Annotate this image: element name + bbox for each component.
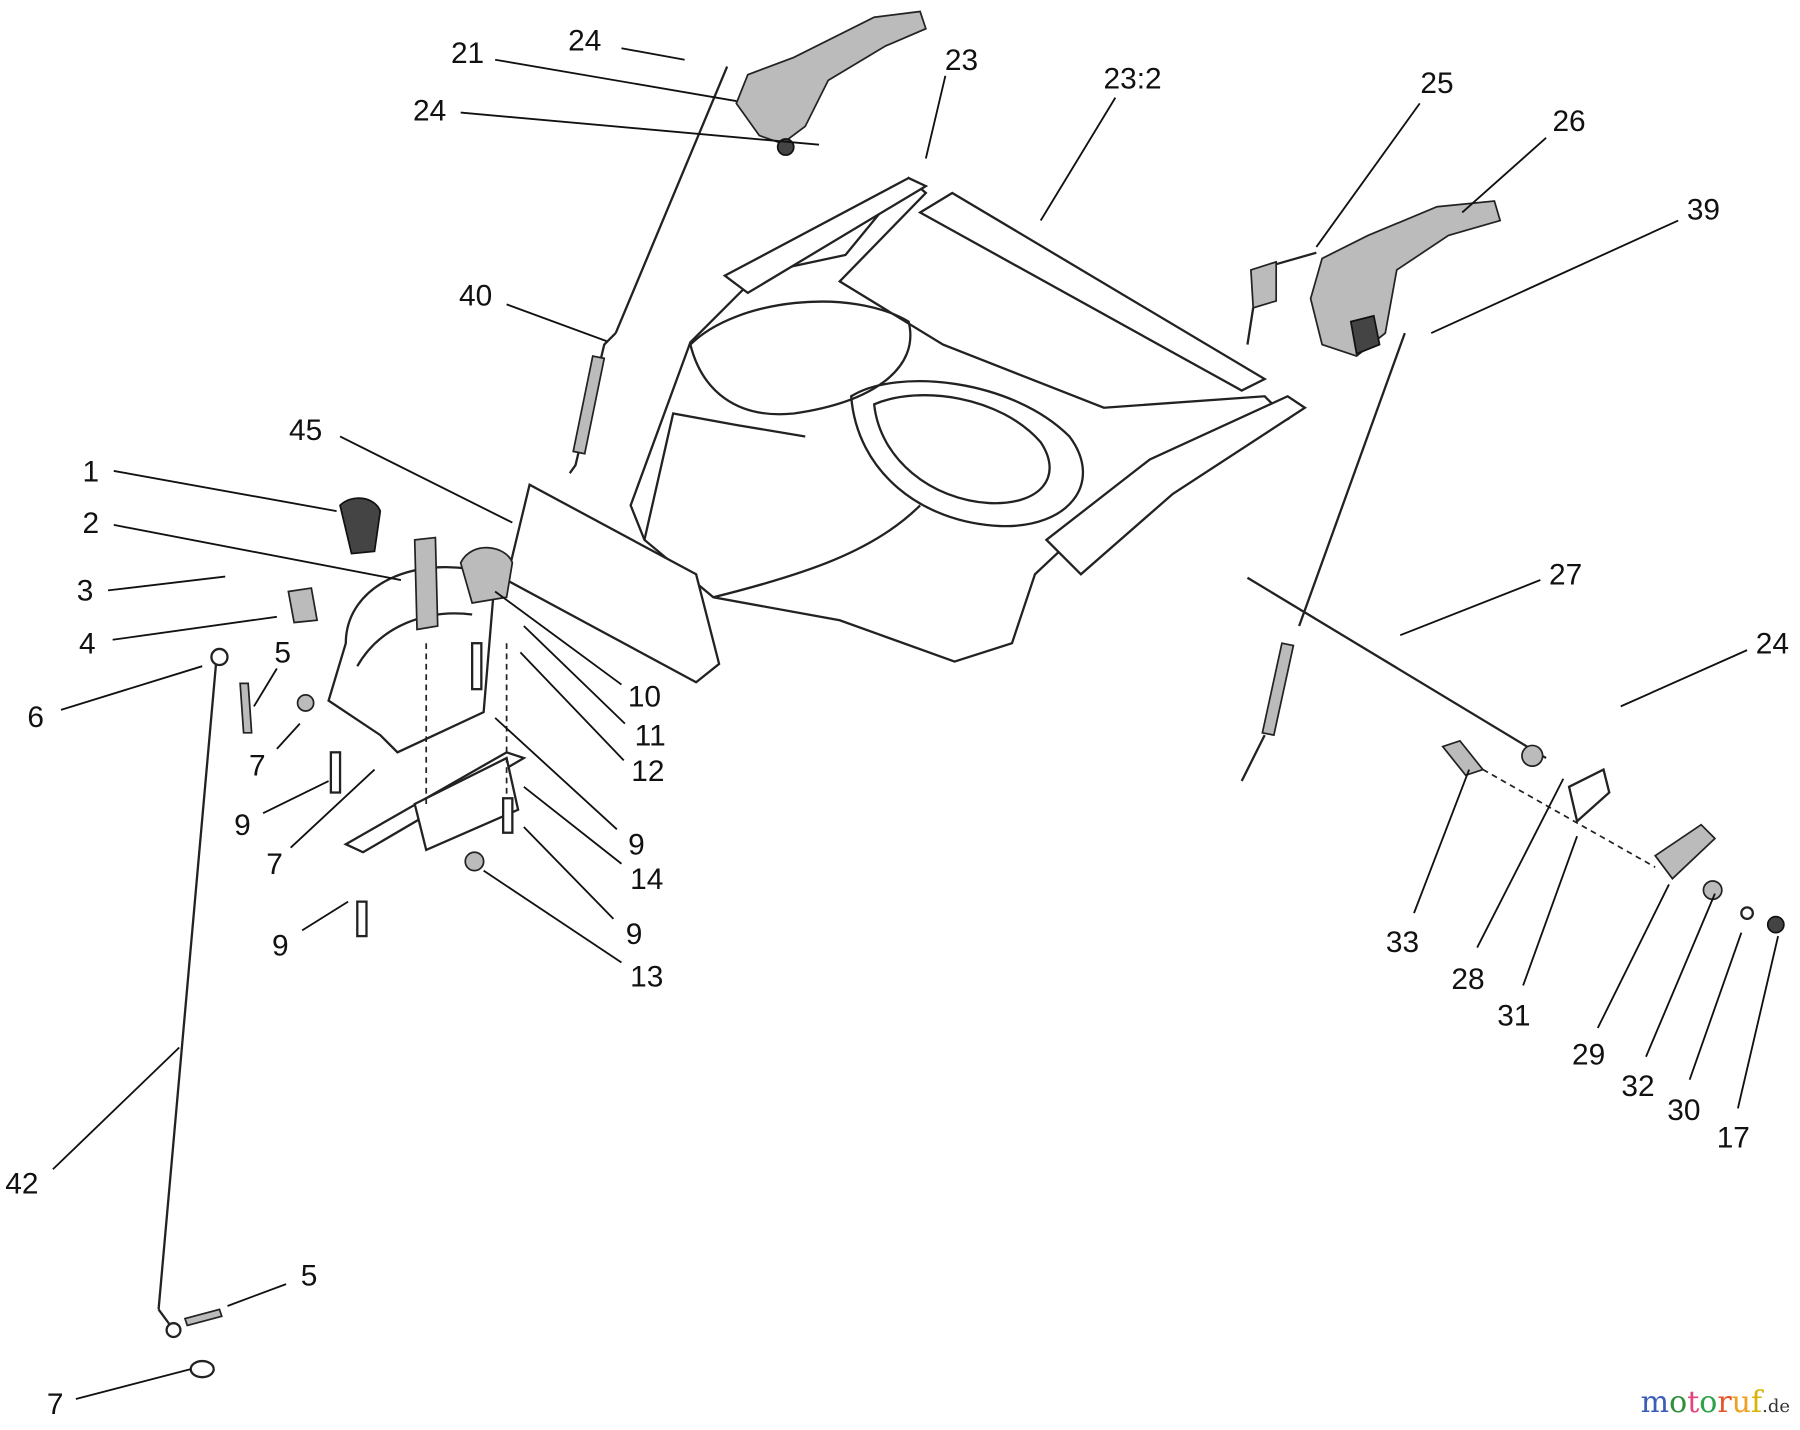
leader-line [113,470,337,513]
callout-label-24: 24 [1756,628,1789,661]
callout-label-24: 24 [413,95,446,128]
leader-line [52,1046,180,1170]
watermark-suffix: .de [1762,1396,1790,1417]
leader-line [1596,884,1670,1029]
watermark-letter: o [1669,1385,1688,1420]
leader-line [339,435,513,524]
callout-label-39: 39 [1687,193,1720,226]
callout-label-21: 21 [451,37,484,70]
leader-line [1413,769,1470,914]
callout-label-7: 7 [249,749,266,782]
callout-label-5: 5 [274,637,291,670]
callout-label-1: 1 [83,455,100,488]
leader-line [1461,137,1547,214]
rod-42 [157,647,253,1379]
watermark-letter: o [1699,1385,1718,1420]
hood-body [629,176,1307,663]
leader-line [1737,935,1779,1109]
leader-line [519,651,625,762]
callout-label-7: 7 [266,848,283,881]
leader-line [1039,97,1117,222]
watermark-letter: r [1717,1385,1732,1420]
leader-line [621,47,685,61]
leader-line [523,786,623,865]
watermark-letter: t [1687,1385,1700,1420]
leader-line [523,826,615,920]
leader-line [1315,102,1421,248]
callout-label-17: 17 [1717,1121,1750,1154]
callout-label-23: 23 [945,44,978,77]
callout-label-3: 3 [77,575,94,608]
leader-line [506,303,607,342]
watermark-letter: m [1640,1385,1670,1420]
callout-label-45: 45 [289,414,322,447]
decal-45 [505,482,721,684]
callout-label-6: 6 [27,701,44,734]
callout-label-40: 40 [459,280,492,313]
callout-label-11: 11 [635,719,666,752]
leader-line [1399,579,1541,637]
callout-label-31: 31 [1497,1000,1530,1033]
callout-label-33: 33 [1386,926,1419,959]
callout-label-26: 26 [1552,105,1585,138]
callout-label-32: 32 [1621,1070,1654,1103]
callout-label-24: 24 [568,25,601,58]
leader-line [483,869,622,964]
callout-label-9: 9 [626,918,643,951]
callout-label-25: 25 [1420,67,1453,100]
callout-label-27: 27 [1549,559,1582,592]
callout-label-29: 29 [1572,1039,1605,1072]
watermark-letter: u [1731,1385,1751,1420]
callout-label-28: 28 [1451,963,1484,996]
shift-assembly [287,497,527,938]
leader-line [227,1283,287,1307]
leader-line [1522,835,1578,986]
leader-line [1645,893,1716,1058]
leader-line [494,590,623,686]
leader-line [253,668,278,707]
leader-line [494,717,618,830]
leader-line [107,575,226,592]
leader-line [113,524,402,581]
leader-line [1476,778,1565,949]
leader-line [60,665,203,711]
leader-line [301,900,349,932]
left-handle [735,10,927,156]
callout-label-9: 9 [234,809,251,842]
leader-line [75,1368,191,1400]
leader-line [262,780,329,815]
watermark-logo: motoruf.de [1641,1385,1790,1420]
callout-label-14: 14 [630,863,663,896]
cables [568,66,1406,782]
callout-label-23-2: 23:2 [1104,62,1162,95]
leader-line [494,58,737,102]
callout-label-30: 30 [1667,1094,1700,1127]
callout-label-42: 42 [5,1167,38,1200]
callout-label-12: 12 [631,755,664,788]
callout-label-9: 9 [272,930,289,963]
callout-label-10: 10 [628,680,661,713]
leader-line [112,615,278,641]
leader-line [1620,649,1748,708]
control-rod-27 [1246,576,1785,934]
callout-label-2: 2 [83,507,100,540]
decal-23-2 [917,191,1268,392]
leader-line [523,625,626,725]
callout-label-5: 5 [301,1259,318,1292]
leader-line [1688,932,1743,1080]
callout-label-13: 13 [630,961,663,994]
callout-label-4: 4 [79,628,96,661]
watermark-letter: f [1750,1385,1763,1420]
leader-line [276,722,301,750]
leader-line [290,768,376,849]
callout-label-7: 7 [47,1388,64,1421]
leader-line [460,111,820,146]
leader-line [924,75,947,159]
leader-line [1430,219,1679,334]
callout-label-9: 9 [628,829,645,862]
right-handle [1309,200,1502,358]
